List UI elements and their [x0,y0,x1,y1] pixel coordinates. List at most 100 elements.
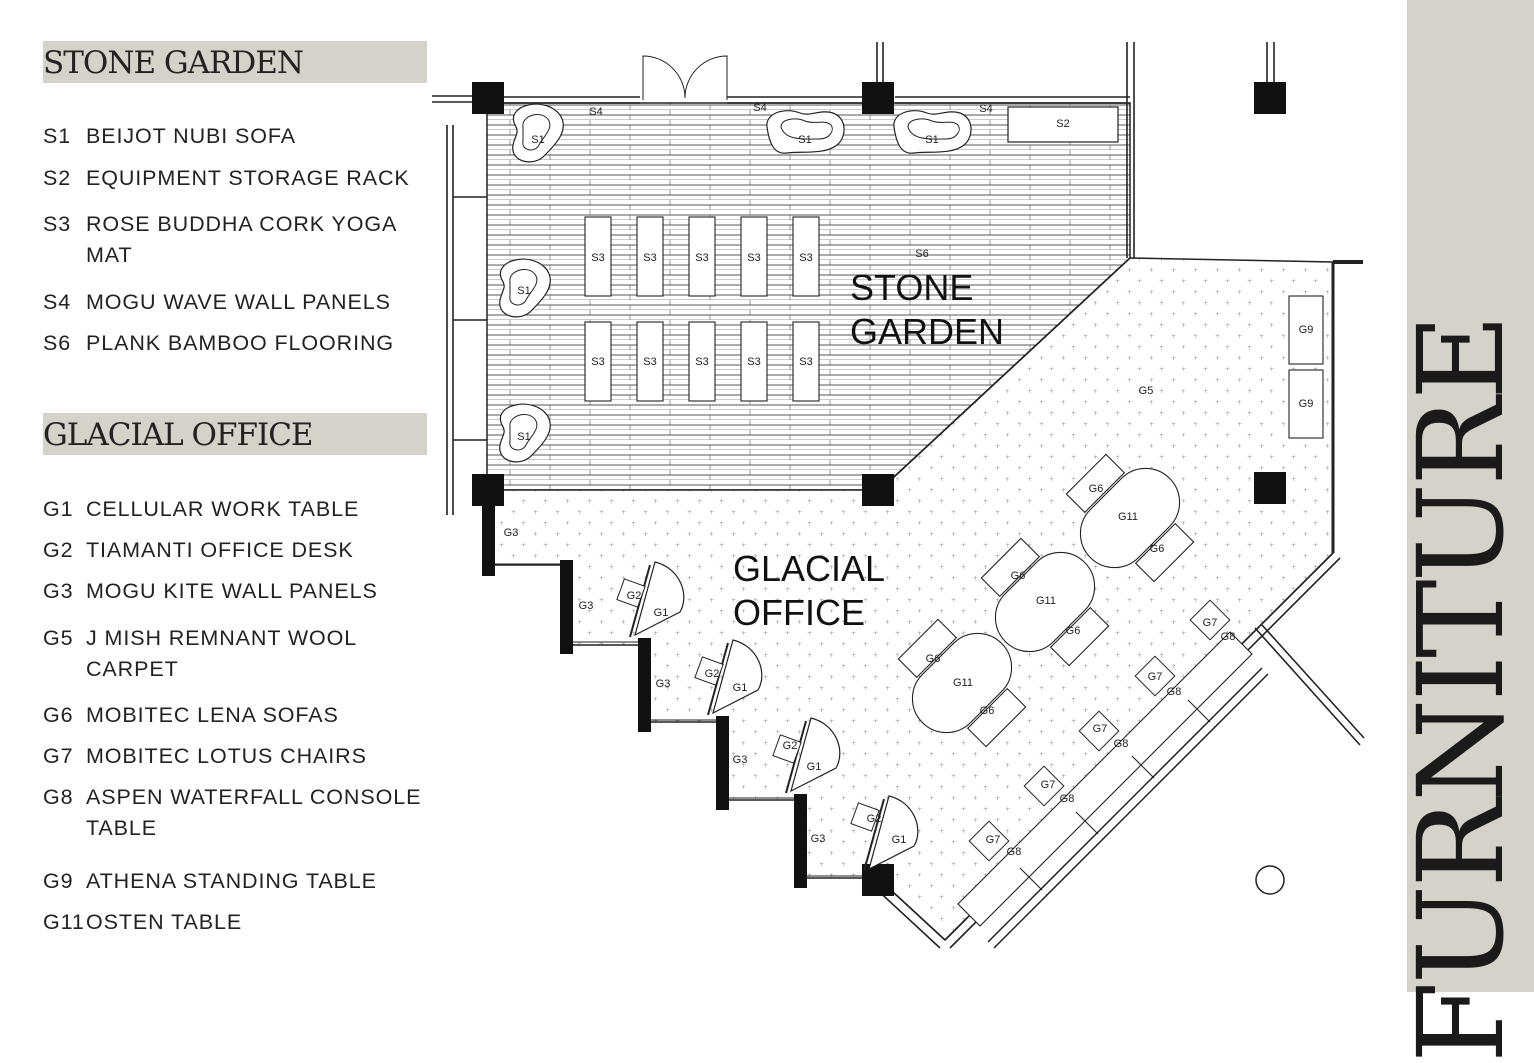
tag-s3: S3 [643,356,656,368]
tag-s1: S1 [925,134,938,146]
s2-storage-rack [1007,106,1119,143]
legend-code: S1 [43,124,72,148]
tag-s1: S1 [517,431,530,443]
g8-console-tables [957,631,1253,927]
legend-label: TIAMANTI OFFICE DESK [86,538,354,562]
tag-s2: S2 [1056,118,1069,130]
tag-g1: G1 [654,607,669,619]
legend-code: S3 [43,212,72,236]
legend-code: G5 [43,626,74,650]
tag-g3: G3 [656,678,671,690]
legend-code: G9 [43,869,74,893]
floor-plan: + + [432,42,1365,949]
legend-label: MOBITEC LENA SOFAS [86,703,339,727]
stone-garden-label-line1: STONE [850,267,973,308]
legend-label: PLANK BAMBOO FLOORING [86,331,395,355]
columns [472,82,1286,896]
side-panel [1407,0,1534,992]
legend-code: G8 [43,785,74,809]
legend-label: MOGU WAVE WALL PANELS [86,290,391,314]
g7-chairs [968,599,1231,862]
stone-garden-heading-bar: STONE GARDEN [43,41,427,83]
legend-code: G7 [43,744,74,768]
tag-g6: G6 [1089,483,1104,495]
tag-g1: G1 [892,834,907,846]
g8-console-bar [987,667,1269,949]
tag-g8: G8 [1167,686,1182,698]
tag-g11: G11 [953,677,973,689]
side-title: FURNITURE [1392,316,1530,1063]
tag-g8: G8 [1007,846,1022,858]
legend-code: G6 [43,703,74,727]
tag-s1: S1 [517,285,530,297]
legend-label: OSTEN TABLE [86,910,243,934]
glacial-office-label-line2: OFFICE [733,592,865,633]
tag-g6: G6 [980,705,995,717]
tag-g1: G1 [733,682,748,694]
lounge-group [897,618,1027,748]
legend-code: G11 [43,910,85,934]
tag-g9: G9 [1299,398,1314,410]
tag-g7: G7 [1041,779,1056,791]
tag-s1: S1 [531,134,544,146]
legend-label: EQUIPMENT STORAGE RACK [86,166,410,190]
tag-s3: S3 [695,252,708,264]
tag-s3: S3 [591,356,604,368]
legend-label: ROSE BUDDHA CORK YOGA MAT [86,212,397,267]
stone-garden-label-line2: GARDEN [850,311,1004,352]
g2-desks [616,578,880,832]
legend-code: S4 [43,290,72,314]
tag-s3: S3 [799,252,812,264]
tag-g2: G2 [705,668,720,680]
tag-g11: G11 [1118,511,1138,523]
tag-g7: G7 [986,834,1001,846]
s1-sofa [893,110,972,154]
tag-s3: S3 [747,252,760,264]
lounge-group [980,537,1110,667]
tag-s4: S4 [589,106,602,118]
legend-code: G2 [43,538,74,562]
legend-label: MOGU KITE WALL PANELS [86,579,378,603]
lounge-group [1065,453,1195,583]
legend-code: G1 [43,497,74,521]
g3-wall-panels [482,500,862,888]
tag-g3: G3 [733,754,748,766]
legend-label: CELLULAR WORK TABLE [86,497,360,521]
g9-standing-tables [1288,295,1324,439]
glacial-office-heading-bar: GLACIAL OFFICE [43,413,427,455]
tag-g7: G7 [1093,723,1108,735]
s3-yoga-mats [584,216,820,402]
tag-s3: S3 [747,356,760,368]
glacial-office-label-line1: GLACIAL [733,548,885,589]
tag-g8: G8 [1221,631,1236,643]
tag-s3: S3 [799,356,812,368]
tag-g6: G6 [1150,543,1165,555]
legend-code: S6 [43,331,72,355]
legend-label: ATHENA STANDING TABLE [86,869,377,893]
round-column [1255,865,1285,895]
tag-s6: S6 [915,248,928,260]
plan-tags: S4 S4 S4 S2 S1 S1 S1 S1 S1 S6 S3 S3 S3 S… [504,102,1314,858]
tag-g2: G2 [867,813,882,825]
tag-g3: G3 [811,833,826,845]
tag-g9: G9 [1299,324,1314,336]
tag-g2: G2 [627,590,642,602]
s1-sofa [766,110,845,154]
legend-code: S2 [43,166,72,190]
tag-g6: G6 [1011,570,1026,582]
tag-g2: G2 [783,740,798,752]
tag-g3: G3 [504,527,519,539]
tag-g6: G6 [926,653,941,665]
tag-g11: G11 [1036,595,1056,607]
tag-s1: S1 [798,134,811,146]
tag-s4: S4 [979,103,992,115]
g1-workstations [629,561,919,872]
tag-g8: G8 [1060,793,1075,805]
legend-label: MOBITEC LOTUS CHAIRS [86,744,367,768]
tag-g5: G5 [1139,385,1154,397]
tag-s3: S3 [643,252,656,264]
glacial-office-heading: GLACIAL OFFICE [43,417,314,453]
legend-label: J MISH REMNANT WOOL CARPET [86,626,357,681]
stone-garden-heading: STONE GARDEN [43,45,304,81]
tag-g6: G6 [1066,625,1081,637]
